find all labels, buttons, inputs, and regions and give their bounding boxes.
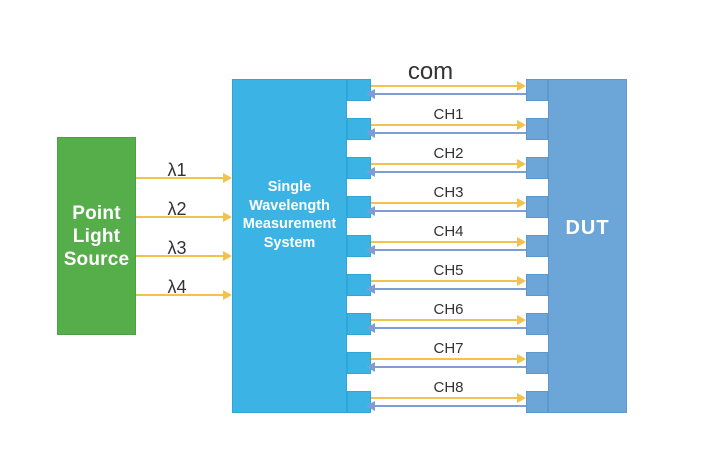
dut-label: DUT xyxy=(565,217,610,239)
dut-port-tab xyxy=(526,196,548,218)
channel-row: CH2 xyxy=(347,146,548,179)
source-label-line: Light xyxy=(72,225,121,247)
dut-port-tab xyxy=(526,235,548,257)
lambda-arrow xyxy=(136,212,232,222)
channel-arrow-return xyxy=(366,401,526,411)
channel-arrow-return xyxy=(366,284,526,294)
measurement-label-line: Single xyxy=(267,179,312,195)
measurement-system-label: Single Wavelength Measurement System xyxy=(232,178,347,252)
lambda-label: λ1 xyxy=(167,160,187,180)
channel-arrow-return xyxy=(366,362,526,372)
lambda-input-row: λ1 xyxy=(136,161,232,190)
channel-arrow-return xyxy=(366,245,526,255)
channel-row: CH3 xyxy=(347,185,548,218)
channel-row: CH1 xyxy=(347,107,548,140)
channel-label: CH7 xyxy=(433,340,464,357)
dut-port-tab xyxy=(526,79,548,101)
source-label-line: Source xyxy=(63,248,130,270)
channel-label: CH4 xyxy=(433,223,464,240)
lambda-input-row: λ3 xyxy=(136,239,232,268)
channel-arrow-out xyxy=(371,315,526,325)
channel-arrow-out xyxy=(371,276,526,286)
channel-row: CH4 xyxy=(347,224,548,257)
lambda-input-row: λ4 xyxy=(136,278,232,307)
lambda-input-row: λ2 xyxy=(136,200,232,229)
channel-label: CH6 xyxy=(433,301,464,318)
measurement-label-line: Measurement xyxy=(242,216,337,232)
channel-label: CH5 xyxy=(433,262,464,279)
dut-port-tab xyxy=(526,157,548,179)
channel-arrow-out xyxy=(371,159,526,169)
channel-arrow-return xyxy=(366,167,526,177)
channel-row: CH8 xyxy=(347,380,548,413)
measurement-label-line: System xyxy=(263,234,316,251)
channel-label: CH8 xyxy=(433,379,464,396)
lambda-arrow xyxy=(136,251,232,261)
point-light-source-box: Point Light Source xyxy=(57,137,136,335)
channel-label: CH2 xyxy=(433,145,464,162)
dut-port-tab xyxy=(526,274,548,296)
channel-row: CH7 xyxy=(347,341,548,374)
dut-port-tab xyxy=(526,118,548,140)
channel-row: CH6 xyxy=(347,302,548,335)
dut-port-tab xyxy=(526,313,548,335)
channel-arrow-out xyxy=(371,198,526,208)
dut-port-tab xyxy=(526,352,548,374)
channel-arrow-return xyxy=(366,206,526,216)
measurement-system-box xyxy=(232,79,347,413)
lambda-arrow xyxy=(136,290,232,300)
channel-label: CH3 xyxy=(433,184,464,201)
source-label-line: Point xyxy=(72,202,121,224)
channel-row: CH5 xyxy=(347,263,548,296)
channel-arrow-out xyxy=(371,393,526,403)
lambda-label: λ4 xyxy=(167,277,187,297)
measurement-label-line: Wavelength xyxy=(249,197,330,214)
channel-arrow-out xyxy=(371,120,526,130)
channel-arrow-out xyxy=(371,354,526,364)
channel-label: com xyxy=(407,58,454,85)
dut-box xyxy=(548,79,627,413)
lambda-arrow xyxy=(136,173,232,183)
channel-arrow-out xyxy=(371,81,526,91)
channel-row: com xyxy=(347,60,548,101)
lambda-label: λ3 xyxy=(167,238,187,258)
lambda-label: λ2 xyxy=(167,199,187,219)
channel-label: CH1 xyxy=(433,106,464,123)
channel-arrow-out xyxy=(371,237,526,247)
channel-arrow-return xyxy=(366,128,526,138)
channel-arrow-return xyxy=(366,323,526,333)
dut-port-tab xyxy=(526,391,548,413)
channel-arrow-return xyxy=(366,89,526,99)
